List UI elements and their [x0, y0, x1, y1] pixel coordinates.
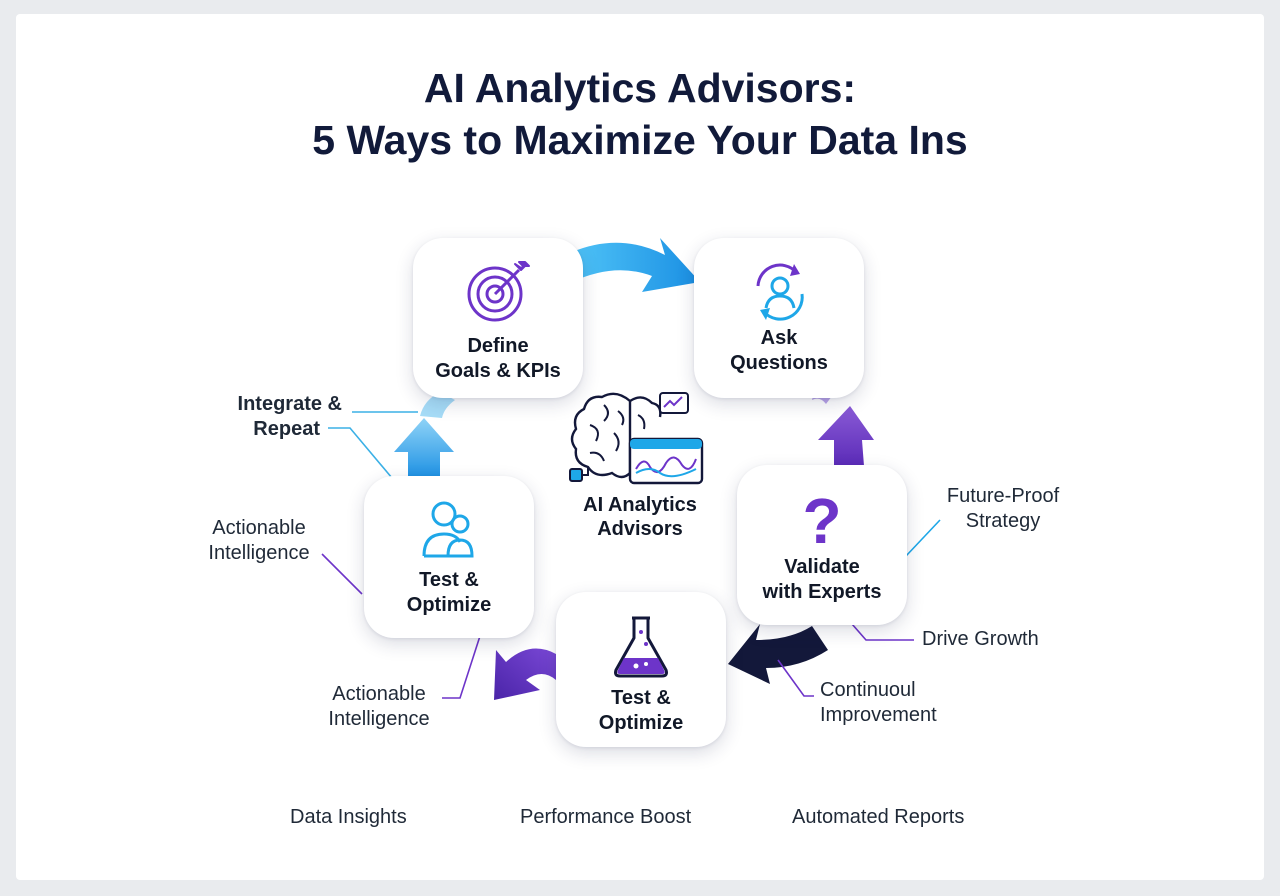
brain-analytics-icon [569, 392, 704, 485]
node-test-optimize-left[interactable]: Test & Optimize [364, 476, 534, 638]
leader-actionable-top [321, 553, 363, 595]
leader-drive-growth [851, 623, 914, 641]
flask-icon [556, 610, 726, 680]
arrow-validate-to-test [728, 624, 828, 684]
question-mark-icon: ? [737, 483, 907, 553]
node-label: Test & Optimize [406, 569, 492, 616]
leader-repeat [328, 427, 393, 479]
users-icon [364, 494, 534, 564]
bottom-label-data-insights: Data Insights [290, 806, 407, 828]
bottom-label-automated-reports: Automated Reports [792, 806, 965, 828]
title-line-1: AI Analytics Advisors: [423, 65, 857, 111]
node-ask-questions[interactable]: Ask Questions [694, 238, 864, 398]
node-label: Test & Optimize [598, 687, 684, 734]
label-actionable-intelligence-top: Actionable Intelligence [208, 517, 310, 564]
node-label: Ask Questions [730, 327, 828, 374]
title-line-2: 5 Ways to Maximize Your Data Ins [312, 117, 968, 163]
node-label: Define Goals & KPIs [435, 335, 561, 382]
center-hub: AI Analytics Advisors [560, 385, 720, 545]
leader-continuous [777, 659, 814, 697]
node-validate-experts[interactable]: ? Validate with Experts [737, 465, 907, 625]
label-future-proof-strategy: Future-Proof Strategy [946, 485, 1060, 532]
label-continuous-improvement: Continuoul Improvement [820, 679, 937, 726]
target-icon [413, 256, 583, 326]
node-test-optimize-bottom[interactable]: Test & Optimize [556, 592, 726, 747]
leader-actionable-bottom [442, 635, 481, 699]
bottom-label-performance-boost: Performance Boost [520, 806, 692, 828]
leader-future-proof [905, 519, 941, 557]
center-label: AI Analytics Advisors [583, 494, 697, 540]
node-label: Validate with Experts [762, 556, 882, 603]
arrow-tail-to-define [420, 392, 455, 418]
label-integrate-repeat: Integrate & Repeat [237, 393, 342, 440]
svg-text:?: ? [802, 485, 841, 553]
arrow-validate-to-ask [818, 406, 874, 466]
label-actionable-intelligence-bottom: Actionable Intelligence [328, 683, 430, 730]
label-drive-growth: Drive Growth [922, 628, 1039, 650]
arrow-bottom-to-left [494, 648, 556, 700]
arrow-define-to-ask [572, 238, 700, 292]
arrow-test-to-define [394, 418, 454, 480]
user-refresh-icon [694, 256, 864, 326]
node-define-goals[interactable]: Define Goals & KPIs [413, 238, 583, 398]
page-title: AI Analytics Advisors: 5 Ways to Maximiz… [0, 62, 1280, 166]
